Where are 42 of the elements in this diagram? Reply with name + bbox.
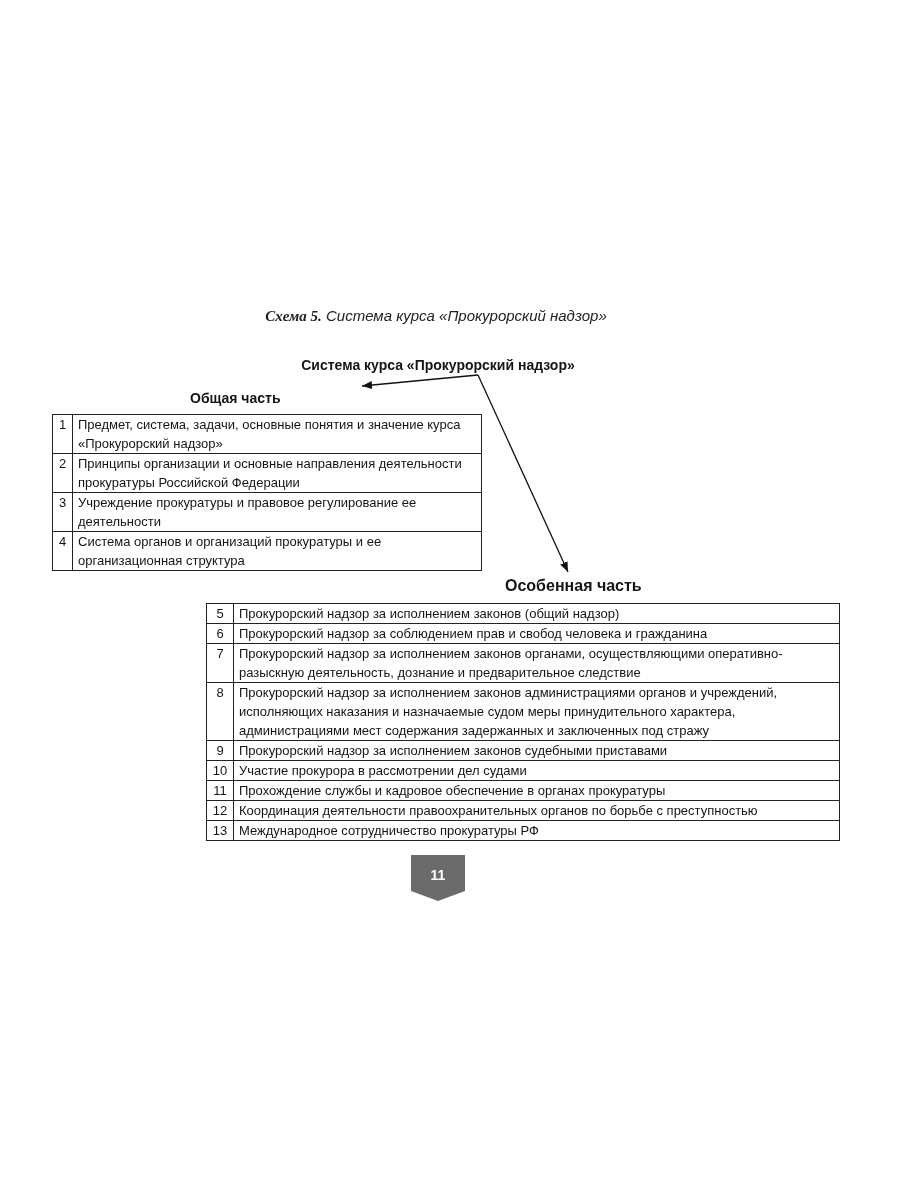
row-text: Прокурорский надзор за исполнением законов (общий надзор) — [239, 605, 621, 623]
table-row — [207, 604, 839, 624]
table-row — [207, 801, 839, 821]
row-number: 7 — [207, 644, 234, 682]
arrow — [361, 374, 479, 390]
table-row — [207, 761, 839, 781]
row-number: 12 — [207, 801, 234, 820]
row-number: 5 — [207, 604, 234, 623]
row-number: 4 — [53, 532, 73, 570]
row-number: 2 — [53, 454, 73, 492]
table-row — [207, 683, 839, 741]
row-text: Система органов и организаций прокуратуры и ее организационная структура — [78, 533, 383, 570]
row-number: 6 — [207, 624, 234, 643]
arrow — [477, 374, 569, 573]
section-heading: Особенная часть — [505, 577, 642, 594]
table-row — [207, 781, 839, 801]
table-row — [207, 741, 839, 761]
row-text: Международное сотрудничество прокуратуры РФ — [239, 822, 540, 840]
table-row — [207, 644, 839, 683]
row-number: 11 — [207, 781, 234, 800]
row-number: 9 — [207, 741, 234, 760]
row-number: 13 — [207, 821, 234, 840]
table-row — [207, 624, 839, 644]
course-heading: Система курса «Прокурорский надзор» — [301, 355, 575, 375]
row-text: Принципы организации и основные направления деятельности прокуратуры Российской Федерации — [78, 455, 463, 492]
row-number: 8 — [207, 683, 234, 740]
row-number: 3 — [53, 493, 73, 531]
page-number: 11 — [411, 855, 465, 901]
row-text: Прокурорский надзор за исполнением законов администрациями органов и учреждений, исполняющих наказания и назначаемые судом меры принудительного характера, администрациями мест содержания задержанных и заключенных под стражу — [239, 684, 779, 740]
row-text: Прохождение службы и кадровое обеспечение в органах прокуратуры — [239, 782, 667, 800]
row-text: Координация деятельности правоохранительных органов по борьбе с преступностью — [239, 802, 759, 820]
section-heading: Общая часть — [190, 390, 281, 406]
row-text: Прокурорский надзор за соблюдением прав и свобод человека и гражданина — [239, 625, 709, 643]
row-text: Учреждение прокуратуры и правовое регулирование ее деятельности — [78, 494, 418, 531]
table-row — [53, 493, 481, 532]
row-text: Предмет, система, задачи, основные понятия и значение курса «Прокурорский надзор» — [78, 416, 462, 453]
row-number: 10 — [207, 761, 234, 780]
row-text: Прокурорский надзор за исполнением законов судебными приставами — [239, 742, 669, 760]
figure-title: Схема 5. Система курса «Прокурорский надзор» — [265, 306, 607, 326]
row-number: 1 — [53, 415, 73, 453]
row-text: Прокурорский надзор за исполнением законов органами, осуществляющими оперативно-разыскную деятельность, дознание и предварительное следствие — [239, 645, 784, 682]
row-text: Участие прокурора в рассмотрении дел судами — [239, 762, 528, 780]
